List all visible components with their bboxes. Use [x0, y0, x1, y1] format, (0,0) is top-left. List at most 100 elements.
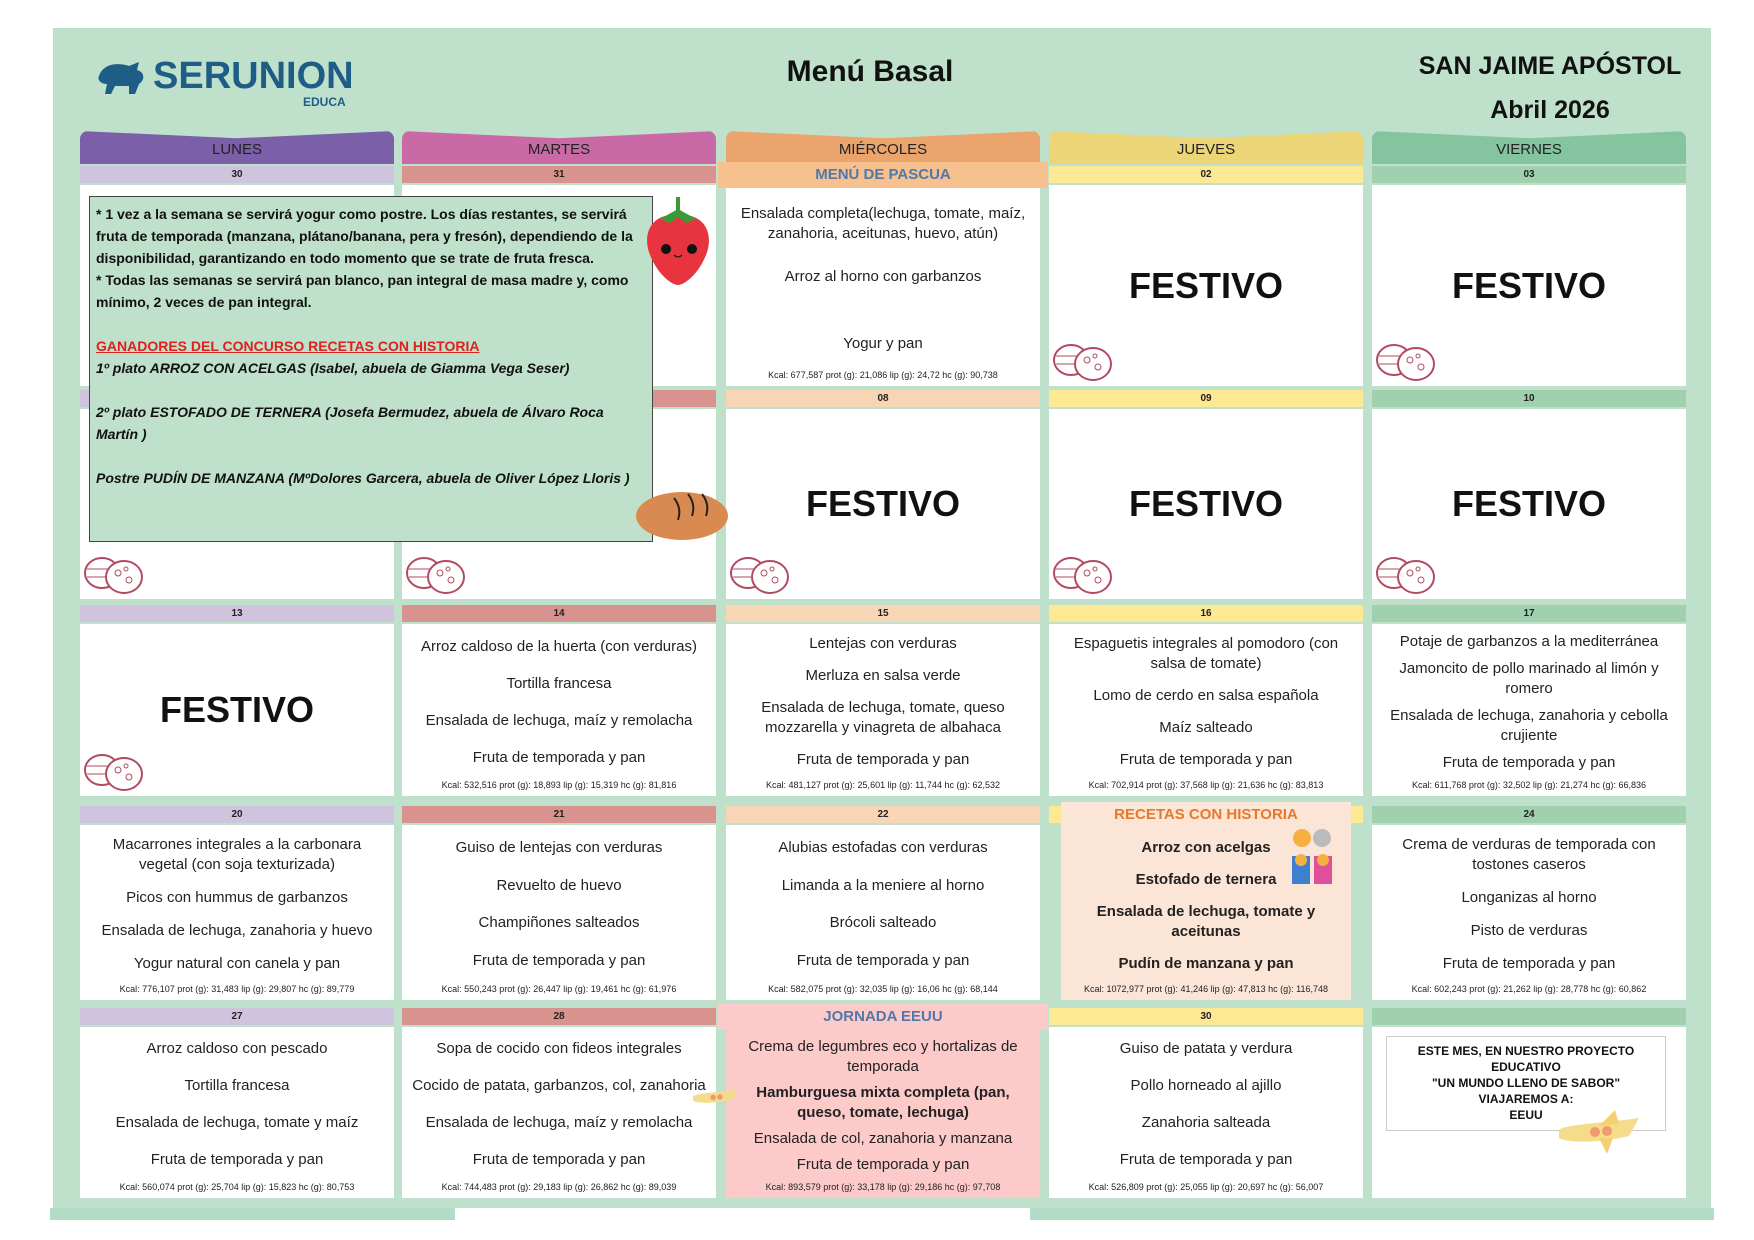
date-strip: 15 — [726, 605, 1040, 622]
grandparents-icon — [1292, 829, 1332, 884]
dish-item: Fruta de temporada y pan — [796, 751, 970, 768]
note-bread: * Todas las semanas se servirá pan blanc… — [96, 272, 629, 310]
dish-item: Ensalada de lechuga, zanahoria y cebolla… — [1390, 706, 1668, 744]
dish-item: Ensalada de lechuga, zanahoria y huevo — [101, 921, 373, 939]
day-cell-festivo: FESTIVO — [1049, 409, 1363, 599]
dish-item: Picos con hummus de garbanzos — [126, 889, 348, 907]
project-destination: EEUU — [1509, 1108, 1543, 1122]
day-tab-jueves: JUEVES — [1049, 131, 1363, 164]
winners-title: GANADORES DEL CONCURSO RECETAS CON HISTO… — [96, 338, 480, 354]
day-cell-festivo: FESTIVO — [1372, 185, 1686, 386]
dish-item: Zanahoria salteada — [1141, 1113, 1271, 1131]
day-cell-festivo: FESTIVO — [1049, 185, 1363, 386]
easter-eggs-icon — [84, 557, 143, 594]
winner-2: 2º plato ESTOFADO DE TERNERA (Josefa Ber… — [96, 404, 604, 442]
special-menu-title: RECETAS CON HISTORIA — [1061, 802, 1351, 828]
dish-item: Ensalada de lechuga, tomate y aceitunas — [1096, 903, 1316, 940]
dish-item: Macarrones integrales a la carbonara veg… — [112, 836, 362, 874]
dish-item: Fruta de temporada y pan — [472, 748, 646, 766]
day-cell-festivo: FESTIVO — [80, 624, 394, 796]
date-strip: 17 — [1372, 605, 1686, 622]
date-strip: 14 — [402, 605, 716, 622]
easter-eggs-icon — [730, 557, 789, 594]
day-cell: Espaguetis integrales al pomodoro (con s… — [1049, 624, 1363, 796]
day-cell: Ensalada completa(lechuga, tomate, maíz,… — [726, 188, 1040, 386]
dish-item: Potaje de garbanzos a la mediterránea — [1399, 632, 1659, 650]
month-label: Abril 2026 — [1490, 96, 1610, 124]
school-label: SAN JAIME APÓSTOL — [1418, 52, 1682, 80]
easter-eggs-icon — [1053, 557, 1112, 594]
dish-item: Jamoncito de pollo marinado al limón y r… — [1399, 659, 1659, 697]
date-strip: 28 — [402, 1008, 716, 1025]
dish-item: Revuelto de huevo — [496, 876, 622, 894]
dish-item: Ensalada completa(lechuga, tomate, maíz,… — [740, 204, 1026, 242]
dish-item: Ensalada de lechuga, tomate, queso mozza… — [761, 699, 1005, 736]
date-strip: 30 — [80, 166, 394, 183]
easter-eggs-icon — [1376, 344, 1435, 381]
nutrition-info: Kcal: 1072,977 prot (g): 41,246 lip (g):… — [1084, 984, 1328, 994]
day-cell-festivo: FESTIVO — [726, 409, 1040, 599]
date-strip: 10 — [1372, 390, 1686, 407]
festivo-label: FESTIVO — [805, 483, 961, 524]
date-strip: 02 — [1049, 166, 1363, 183]
project-line: "UN MUNDO LLENO DE SABOR" — [1431, 1076, 1621, 1090]
dish-item: Pudín de manzana y pan — [1118, 955, 1294, 972]
page-title: Menú Basal — [786, 55, 954, 88]
special-menu-title: JORNADA EEUU — [718, 1004, 1048, 1030]
bread-icon — [636, 492, 728, 540]
dish-item: Lomo de cerdo en salsa española — [1093, 687, 1319, 704]
festivo-label: FESTIVO — [1451, 483, 1607, 524]
notes-box: * 1 vez a la semana se servirá yogur com… — [89, 196, 653, 542]
winner-3: Postre PUDÍN DE MANZANA (MºDolores Garce… — [96, 470, 630, 486]
nutrition-info: Kcal: 532,516 prot (g): 18,893 lip (g): … — [441, 780, 677, 790]
dish-item: Estofado de ternera — [1135, 871, 1277, 888]
dish-item: Yogur natural con canela y pan — [133, 954, 341, 972]
dish-item: Guiso de patata y verdura — [1119, 1040, 1293, 1058]
date-strip: 21 — [402, 806, 716, 823]
special-menu-title: MENÚ DE PASCUA — [718, 162, 1048, 188]
dish-item: Fruta de temporada y pan — [1442, 753, 1616, 771]
nutrition-info: Kcal: 582,075 prot (g): 32,035 lip (g): … — [768, 984, 998, 994]
serunion-logo: SERUNION EDUCA — [95, 55, 354, 109]
project-line: VIAJAREMOS A: — [1478, 1092, 1574, 1106]
day-tab-miércoles: MIÉRCOLES — [726, 131, 1040, 164]
dish-item: Arroz al horno con garbanzos — [784, 268, 982, 286]
date-strip: 27 — [80, 1008, 394, 1025]
dish-item: Crema de verduras de temporada con tosto… — [1402, 836, 1656, 874]
date-strip: 31 — [402, 166, 716, 183]
dish-list: Espaguetis integrales al pomodoro (con s… — [1049, 624, 1363, 776]
easter-eggs-icon — [84, 754, 143, 791]
dish-item: Fruta de temporada y pan — [1442, 954, 1616, 972]
dish-item: Fruta de temporada y pan — [472, 1150, 646, 1168]
dish-item: Lentejas con verduras — [809, 635, 957, 652]
dish-item: Brócoli salteado — [829, 914, 937, 932]
dish-item: Pollo horneado al ajillo — [1130, 1077, 1282, 1095]
dish-item: Arroz con acelgas — [1141, 839, 1271, 856]
dish-item: Sopa de cocido con fideos integrales — [436, 1040, 682, 1058]
easter-eggs-icon — [1053, 344, 1112, 381]
dish-item: Ensalada de col, zanahoria y manzana — [753, 1130, 1013, 1147]
dish-item: Fruta de temporada y pan — [472, 952, 646, 970]
date-strip: 20 — [80, 806, 394, 823]
airplane-icon — [693, 1089, 738, 1103]
dish-item: Longanizas al horno — [1461, 889, 1597, 907]
dish-item: Ensalada de lechuga, maíz y remolacha — [425, 1113, 693, 1131]
date-strip: 30 — [1049, 1008, 1363, 1025]
festivo-label: FESTIVO — [159, 689, 315, 730]
bull-icon — [98, 61, 144, 94]
nutrition-info: Kcal: 550,243 prot (g): 26,447 lip (g): … — [441, 984, 677, 994]
day-cell: Crema de verduras de temporada con tosto… — [1372, 825, 1686, 1000]
